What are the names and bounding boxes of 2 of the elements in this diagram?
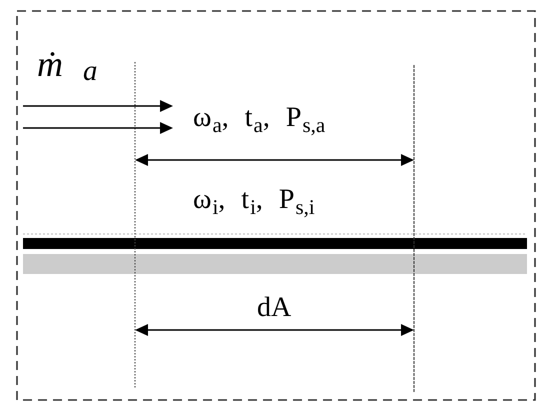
dimension-label: dA bbox=[257, 294, 292, 322]
mass-flow-symbol: ṁ$_{a}$ bbox=[37, 46, 98, 82]
